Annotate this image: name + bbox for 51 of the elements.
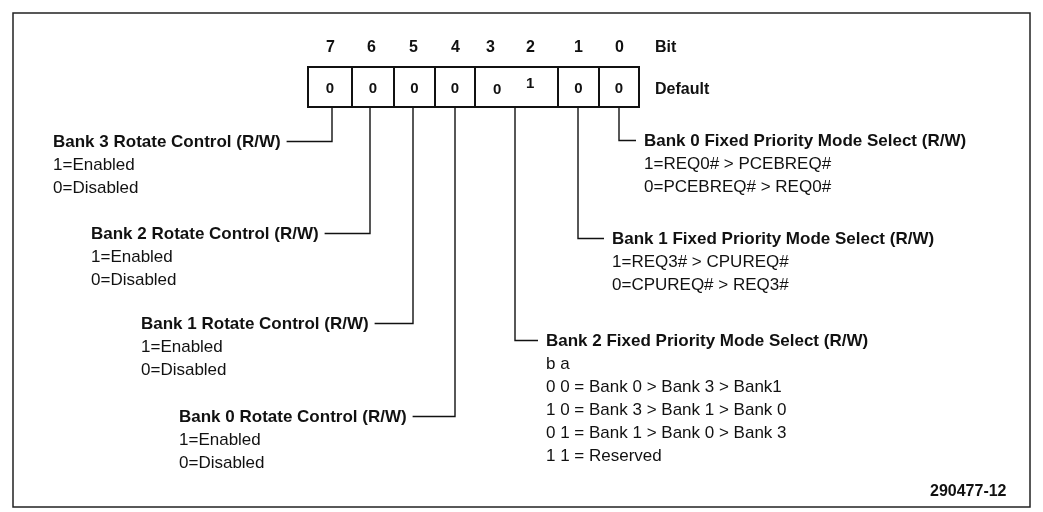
leader-line bbox=[577, 107, 605, 240]
leader-line bbox=[285, 107, 333, 143]
bit-value: 0 bbox=[598, 66, 640, 108]
bit-number: 0 bbox=[615, 38, 624, 56]
field-value: b a bbox=[546, 353, 570, 375]
leader-line bbox=[618, 107, 637, 142]
field-value: 0 0 = Bank 0 > Bank 3 > Bank1 bbox=[546, 376, 782, 398]
field-value: 1=Enabled bbox=[91, 246, 173, 268]
field-value: 1=REQ3# > CPUREQ# bbox=[612, 251, 789, 273]
field-value: 1 1 = Reserved bbox=[546, 445, 662, 467]
field-title: Bank 3 Rotate Control (R/W) bbox=[53, 131, 281, 153]
bit-number: 7 bbox=[326, 38, 335, 56]
bit-value: 0 bbox=[557, 66, 600, 108]
bit-number: 5 bbox=[409, 38, 418, 56]
field-value: 0=Disabled bbox=[141, 359, 227, 381]
bit-number: 2 bbox=[526, 38, 535, 56]
bit-value: 0 bbox=[434, 66, 476, 108]
row-heading: Default bbox=[655, 80, 710, 98]
bit-number: 3 bbox=[486, 38, 495, 56]
field-value: 0=Disabled bbox=[53, 177, 139, 199]
leader-line bbox=[514, 107, 539, 342]
figure-number: 290477-12 bbox=[930, 482, 1007, 500]
leader-line bbox=[411, 107, 456, 418]
field-title: Bank 0 Fixed Priority Mode Select (R/W) bbox=[644, 130, 967, 152]
field-value: 0=PCEBREQ# > REQ0# bbox=[644, 176, 832, 198]
bit-number: 6 bbox=[367, 38, 376, 56]
field-value: 1=Enabled bbox=[53, 154, 135, 176]
column-heading: Bit bbox=[655, 38, 677, 56]
field-title: Bank 1 Rotate Control (R/W) bbox=[141, 313, 369, 335]
field-title: Bank 2 Rotate Control (R/W) bbox=[91, 223, 319, 245]
leader-line bbox=[323, 107, 371, 235]
bit-value: 1 bbox=[526, 74, 535, 91]
bit-number: 4 bbox=[451, 38, 460, 56]
bit-field bbox=[474, 66, 559, 108]
field-value: 0=Disabled bbox=[91, 269, 177, 291]
bit-number: 1 bbox=[574, 38, 583, 56]
field-value: 1=REQ0# > PCEBREQ# bbox=[644, 153, 832, 175]
field-title: Bank 2 Fixed Priority Mode Select (R/W) bbox=[546, 330, 869, 352]
field-value: 0=CPUREQ# > REQ3# bbox=[612, 274, 789, 296]
bit-value: 0 bbox=[393, 66, 436, 108]
leader-line bbox=[373, 107, 414, 325]
bit-value: 0 bbox=[307, 66, 353, 108]
field-title: Bank 1 Fixed Priority Mode Select (R/W) bbox=[612, 228, 935, 250]
field-value: 1 0 = Bank 3 > Bank 1 > Bank 0 bbox=[546, 399, 787, 421]
field-title: Bank 0 Rotate Control (R/W) bbox=[179, 406, 407, 428]
bit-value: 0 bbox=[493, 80, 502, 97]
field-value: 1=Enabled bbox=[179, 429, 261, 451]
field-value: 0 1 = Bank 1 > Bank 0 > Bank 3 bbox=[546, 422, 787, 444]
field-value: 0=Disabled bbox=[179, 452, 265, 474]
bit-value: 0 bbox=[351, 66, 395, 108]
field-value: 1=Enabled bbox=[141, 336, 223, 358]
